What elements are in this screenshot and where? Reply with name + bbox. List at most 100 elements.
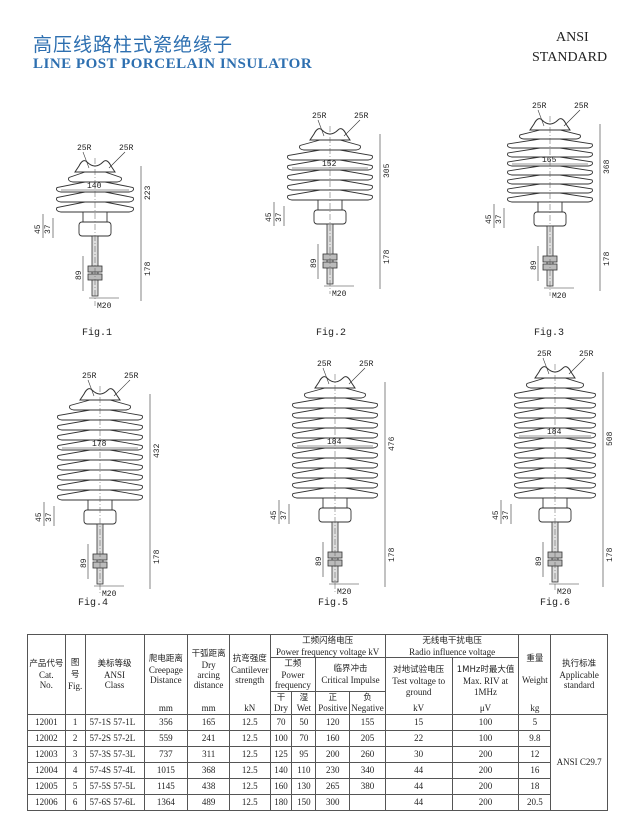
table-cell-dry: 489 bbox=[187, 793, 231, 811]
table-cell-fig: 1 bbox=[64, 713, 86, 731]
figure-caption-3: Fig.3 bbox=[534, 328, 565, 339]
top-radius-label: 25R bbox=[82, 372, 97, 381]
table-cell-fig: 4 bbox=[64, 761, 86, 779]
radius-leader bbox=[82, 151, 90, 169]
thread-label: M20 bbox=[337, 588, 352, 597]
table-cell-cls: 57-4S 57-4L bbox=[84, 761, 145, 779]
table-cell-creep: 356 bbox=[143, 713, 189, 731]
shed bbox=[57, 409, 143, 421]
figure-caption-1: Fig.1 bbox=[82, 328, 113, 339]
weight-header-cn: 重量 bbox=[526, 653, 544, 664]
ci-header-cn: 临界冲击 bbox=[333, 664, 368, 675]
side-radius-label: 25R bbox=[119, 144, 134, 153]
table-cell-dry: 165 bbox=[187, 713, 231, 731]
height-label: 223 bbox=[144, 185, 153, 200]
table-cell-creep: 1015 bbox=[143, 761, 189, 779]
base-height-label: 178 bbox=[383, 249, 392, 264]
table-cell-cant: 12.5 bbox=[229, 745, 271, 763]
radius-leader bbox=[113, 379, 131, 397]
table-cell-neg: 340 bbox=[349, 761, 386, 779]
table-cell-cant: 12.5 bbox=[229, 793, 271, 811]
base-height-label: 178 bbox=[153, 549, 162, 564]
table-cell-pos: 120 bbox=[315, 713, 351, 731]
side-radius-label: 25R bbox=[354, 112, 369, 121]
base-height-label: 178 bbox=[606, 547, 615, 562]
cat-no-header-en1: Cat. bbox=[38, 669, 54, 680]
height-label: 368 bbox=[603, 159, 612, 174]
weight-unit: kg bbox=[518, 703, 552, 715]
test-voltage-header-cn: 对地试验电压 bbox=[393, 665, 445, 676]
table-cell-fig: 6 bbox=[64, 793, 86, 811]
table-cell-cant: 12.5 bbox=[229, 761, 271, 779]
table-cell-tv: 44 bbox=[384, 777, 453, 795]
positive-header: 正 bbox=[315, 690, 351, 704]
positive-header-cn: 正 bbox=[328, 692, 338, 703]
shed bbox=[292, 477, 378, 489]
class-header-en1: ANSI bbox=[104, 669, 126, 680]
table-cell-riv: 200 bbox=[451, 745, 520, 763]
table-cell-pos: 300 bbox=[315, 793, 351, 811]
pf-sub-header-en: Power frequency bbox=[274, 669, 311, 691]
height-label: 305 bbox=[383, 163, 392, 178]
diameter-label: 184 bbox=[547, 428, 562, 437]
pf-voltage-header-en: Power frequency voltage kV bbox=[276, 646, 380, 657]
wet-header: 湿 bbox=[291, 690, 317, 704]
table-cell-tv: 30 bbox=[384, 745, 453, 763]
fig-header-en: Fig. bbox=[67, 680, 83, 691]
top-radius-label: 25R bbox=[317, 360, 332, 369]
table-cell-pos: 230 bbox=[315, 761, 351, 779]
thread-label: M20 bbox=[557, 588, 572, 597]
table-cell-tv: 15 bbox=[384, 713, 453, 731]
dry-arcing-unit: mm bbox=[187, 703, 231, 715]
diameter-label: 165 bbox=[542, 156, 557, 165]
shed bbox=[507, 165, 593, 176]
table-cell-creep: 1364 bbox=[143, 793, 189, 811]
table-cell-wt: 20.5 bbox=[518, 793, 552, 811]
table-cell-neg: 380 bbox=[349, 777, 386, 795]
dim-37-label: 37 bbox=[280, 510, 289, 520]
table-cell-tv: 22 bbox=[384, 729, 453, 747]
dim-37-label: 37 bbox=[275, 212, 284, 222]
table-cell-pfd: 100 bbox=[269, 729, 293, 747]
table-cell-cat: 12003 bbox=[27, 745, 66, 763]
shed bbox=[57, 489, 143, 501]
table-cell-fig: 2 bbox=[64, 729, 86, 747]
table-cell-fig: 3 bbox=[64, 745, 86, 763]
base-height-label: 178 bbox=[603, 251, 612, 266]
pf-sub-header-cn: 工频 bbox=[284, 659, 302, 670]
class-header-cn: 美标等级 bbox=[97, 659, 132, 670]
class-header-en2: Class bbox=[104, 680, 125, 691]
figure-caption-4: Fig.4 bbox=[78, 598, 109, 609]
table-cell-neg: 205 bbox=[349, 729, 386, 747]
table-cell-cant: 12.5 bbox=[229, 777, 271, 795]
dry-en-header: Dry bbox=[269, 703, 293, 715]
diameter-label: 178 bbox=[92, 440, 107, 449]
radius-leader bbox=[542, 357, 550, 375]
header-row-4: mm mm kN Dry Wet Positive Negative kV μV… bbox=[28, 703, 608, 715]
wet-en-header: Wet bbox=[291, 703, 317, 715]
shed bbox=[56, 181, 134, 193]
table-cell-pfd: 180 bbox=[269, 793, 293, 811]
table-cell-cat: 12002 bbox=[27, 729, 66, 747]
table-cell-neg: 260 bbox=[349, 745, 386, 763]
radius-leader bbox=[537, 109, 545, 127]
side-radius-label: 25R bbox=[124, 372, 139, 381]
creepage-header-en1: Creepage bbox=[148, 664, 183, 675]
table-cell-riv: 200 bbox=[451, 793, 520, 811]
max-riv-unit: μV bbox=[451, 703, 520, 715]
